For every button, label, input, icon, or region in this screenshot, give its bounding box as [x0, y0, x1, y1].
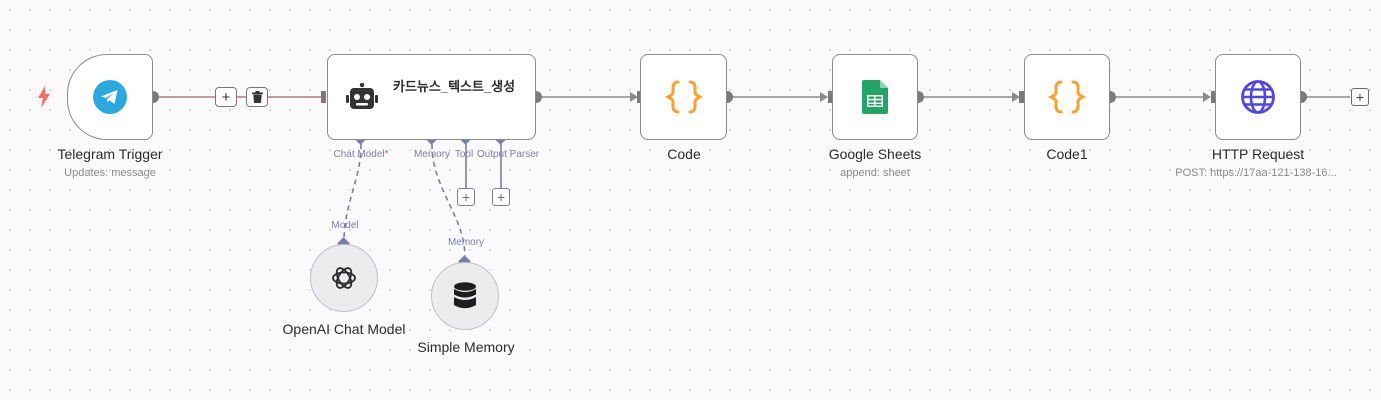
node-subtitle: POST: https://17aa-121-138-16...	[1175, 167, 1337, 179]
google-sheets-icon	[862, 80, 888, 114]
port-label-tool: Tool	[454, 149, 474, 160]
port-label-memory: Memory	[413, 149, 451, 160]
node-title: Simple Memory	[417, 339, 515, 355]
edge-add-node-button[interactable]: +	[215, 87, 237, 107]
node-title: Code1	[1046, 146, 1088, 162]
port-label-model: Model	[331, 220, 359, 231]
trash-icon	[251, 91, 263, 103]
node-title: Code	[667, 146, 701, 162]
robot-icon	[346, 83, 378, 109]
database-icon	[454, 282, 476, 309]
port-label-chat-model: Chat Model*	[333, 149, 389, 160]
globe-icon	[1241, 80, 1275, 114]
node-subtitle: append: sheet	[840, 167, 910, 179]
trigger-bolt-icon	[38, 86, 50, 108]
port-label-memory-sub: Memory	[447, 237, 485, 248]
node-code[interactable]	[640, 54, 727, 140]
add-tool-button[interactable]: +	[457, 188, 475, 206]
node-title: Google Sheets	[828, 146, 922, 162]
braces-icon	[664, 80, 703, 114]
node-telegram-trigger[interactable]	[67, 54, 153, 140]
node-subtitle: Updates: message	[64, 167, 156, 179]
node-http-request[interactable]	[1215, 54, 1301, 140]
add-output-parser-button[interactable]: +	[492, 188, 510, 206]
port-label-output-parser: Output Parser	[476, 149, 540, 160]
node-title: HTTP Request	[1211, 146, 1305, 162]
telegram-icon	[93, 80, 127, 114]
node-ai-agent[interactable]	[327, 54, 536, 140]
node-code1[interactable]	[1024, 54, 1110, 140]
braces-icon	[1048, 80, 1086, 114]
add-next-node-button[interactable]: +	[1351, 88, 1369, 106]
node-google-sheets[interactable]	[832, 54, 918, 140]
node-title: 카드뉴스_텍스트_생성	[393, 79, 516, 94]
node-openai-chat-model[interactable]	[310, 244, 378, 312]
node-title: OpenAI Chat Model	[282, 321, 406, 337]
edge-delete-button[interactable]	[246, 87, 268, 107]
openai-icon	[332, 267, 356, 289]
node-simple-memory[interactable]	[431, 262, 499, 330]
node-title: Telegram Trigger	[57, 146, 163, 162]
